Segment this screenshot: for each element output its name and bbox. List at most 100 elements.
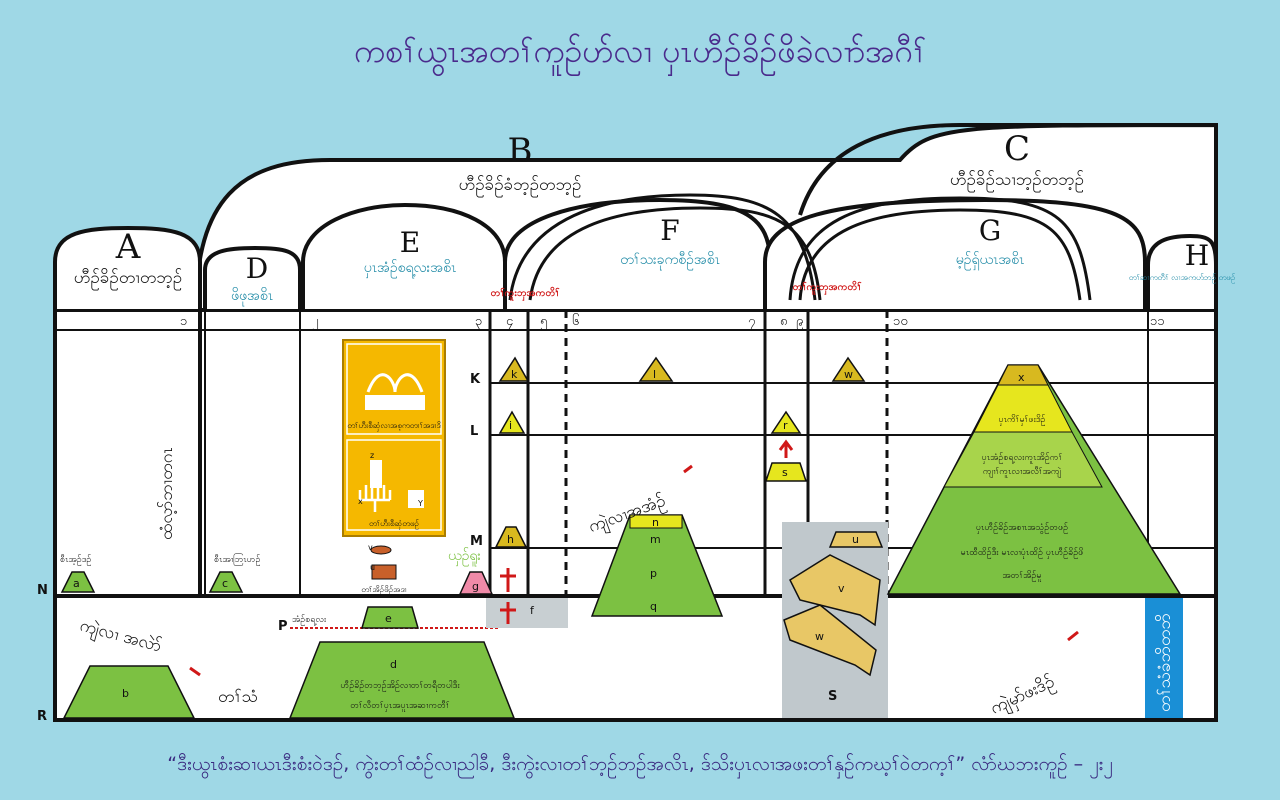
pyramid-x-letter: x [1018, 371, 1025, 384]
section-f-text: တၢ်သးခုကစီဉ်အစိၤ [620, 252, 720, 270]
section-e-text: ပှၤအံဉ်စရ့လးအစိၤ [364, 260, 456, 278]
section-g-text: မ့ဉ်ရှ်ယၤအစိၤ [956, 252, 1025, 270]
yahshua-label: ယှဉ်ရူး [448, 548, 481, 566]
row-k: K [470, 372, 481, 387]
letter-z: z [370, 451, 374, 460]
cross-icon [500, 568, 516, 592]
pyramid-k-letter: k [511, 368, 518, 381]
pyramid-i-letter: i [509, 419, 512, 432]
pyramid-n-letter: n [652, 516, 659, 529]
menorah-icon [358, 483, 392, 512]
pyramid-p-letter: p [650, 567, 657, 580]
pyramid-h-letter: h [507, 533, 514, 546]
letter-u: u [370, 563, 375, 572]
layer-n [629, 514, 683, 529]
ark-icon [365, 395, 425, 410]
pyramid-v-letter: w [815, 630, 824, 643]
letter-s-big: S [828, 689, 837, 704]
pyramid-d-letter: d [390, 658, 397, 671]
w-text-1: ပှၤဟီဉ်ခိဉ်အစၢၤအသွံဉ်တဖဉ် [976, 522, 1069, 534]
altar-caption: တၢ်အိဉ်ဖိဉ်အဒၢ [361, 584, 407, 596]
arch-a [53, 225, 202, 310]
pyramid-t-letter: u [852, 533, 859, 546]
d-text-2: တၢ်လီတၢ်ပှၤအပူၤအဆၢကတီၢ် [350, 700, 449, 712]
ark-frame [346, 343, 442, 435]
pyramid-l [638, 356, 674, 382]
num-5: ၅ [540, 314, 547, 331]
row-p: P [278, 619, 288, 634]
arch-h [1146, 233, 1218, 310]
y-text: ပှၤကိၢ်မှၢ်ဖးဒိဉ် [998, 414, 1046, 426]
pyramid-c [208, 571, 244, 593]
section-e-letter: E [400, 226, 420, 259]
num-11: ၁၁ [1150, 314, 1165, 329]
broken-v [783, 604, 877, 677]
temple-furniture-panel [342, 339, 446, 537]
pyramid-d [288, 641, 516, 719]
section-d-text: ဖိဖုအစိၤ [231, 288, 273, 306]
row-m: M [470, 534, 483, 549]
z-text-1: ပှၤအံဉ်စရ့လးကူၤအိဉ်ကၢ် [982, 452, 1063, 464]
pyramid-g [458, 571, 494, 595]
caption-a: စီၤအ့ဉ်ဒဉ် [60, 554, 92, 566]
section-b-letter: B [508, 131, 533, 171]
red-label-1: တၢ်ကူးဘှအကတိၢ် [491, 286, 560, 302]
pyramid-u-letter: v [838, 582, 845, 595]
w-text-2: မၤထီထိဉ်ဒီး မၤလၢပုံၤထိဉ် ပှၤဟီဉ်ခိဉ်ဖိ [961, 547, 1084, 559]
section-b-text: ဟီဉ်ခိဉ်ခံဘ့ဉ်တဘ့ဉ် [459, 175, 582, 198]
num-10: ၁၀ [893, 314, 908, 329]
menorah-caption: တၢ်ဟီးစီဆှံတဖဉ် [369, 518, 419, 530]
section-a-letter: A [115, 227, 141, 267]
vertical-label-a: ထံလ့ာ်ဘၢတဂၤ [157, 447, 178, 540]
letter-x: x [358, 497, 363, 506]
arch-f [503, 197, 772, 310]
laver-icon [370, 545, 392, 555]
arc-f-cross-2 [528, 206, 822, 301]
cherubim-icon [366, 373, 424, 393]
section-h-text: တၢ်ဆၢကတီၢ် လၢအကဟ်ဘဉ် တဖဉ် [1129, 272, 1236, 284]
red-arrow-f [683, 464, 693, 474]
incense-altar-icon [408, 490, 424, 508]
pyramid-f-letter: f [530, 604, 535, 617]
letter-y: Y [417, 499, 423, 508]
num-3: ၃ [475, 314, 482, 331]
section-a-text: ဟီဉ်ခိဉ်တၢတဘ့ဉ် [74, 268, 182, 291]
section-c-text: ဟီဉ်ခိဉ်သၢဘ့ဉ်တဘ့ဉ် [950, 170, 1084, 193]
cross-icon-2 [500, 602, 516, 624]
letter-v: v [368, 543, 373, 552]
pyramid-i [498, 410, 526, 434]
pyramid-a-letter: a [73, 577, 80, 590]
num-4: ၄ [506, 314, 514, 331]
row-n: N [37, 583, 48, 598]
row-r: R [37, 709, 47, 724]
pyramid-b [62, 665, 196, 719]
pyramid-l-letter: l [653, 368, 656, 381]
pyramid-w [831, 356, 866, 382]
altar-icon [371, 564, 397, 580]
z-text-2: ကျၢၢ်ကူၤလၢအလီၢ်အကျဲ [983, 466, 1061, 478]
quote: “ဒီးယွၤစံးဆၢယၤဒီးစံးဝဲဒဉ်, ကွဲးတၢ်ထံဉ်လၢ… [167, 753, 1113, 775]
pyramid-r [770, 410, 802, 434]
red-arrow-g [1067, 630, 1079, 642]
pyramid-k [498, 356, 530, 382]
arch-c-outline [798, 123, 1216, 216]
pyramid-r-letter: r [783, 419, 788, 432]
pyramid-t [828, 531, 884, 548]
num-6: ၆ [572, 313, 579, 329]
ark-caption: တၢ်ဟီးစီဆှံလၢအစ့ကတၢၢ်အဒၢဒိ [347, 420, 441, 432]
red-label-2: တၢ်ကူးဘှအကတိၢ် [793, 280, 862, 296]
d-text-1: ဟီဉ်ခိဉ်တဘ့ဉ်အိဉ်လၢတၢ်တရီတပါဒီး [340, 680, 460, 692]
p-label: အံဉ်စရ့လး [292, 614, 327, 626]
arch-e [301, 202, 507, 310]
red-arrow-a [189, 666, 201, 677]
pyramid-e [361, 606, 419, 629]
grey-area-f [486, 598, 568, 628]
blue-bar [1145, 598, 1183, 718]
pyramid-g-letter: g [472, 580, 479, 593]
section-d-letter: D [246, 252, 268, 285]
bread-table-icon [370, 460, 382, 488]
section-g-letter: G [979, 214, 1001, 247]
pyramid-s-letter: s [782, 466, 788, 479]
pyramid-m-letter: m [650, 533, 661, 546]
layer-z [943, 431, 1103, 488]
